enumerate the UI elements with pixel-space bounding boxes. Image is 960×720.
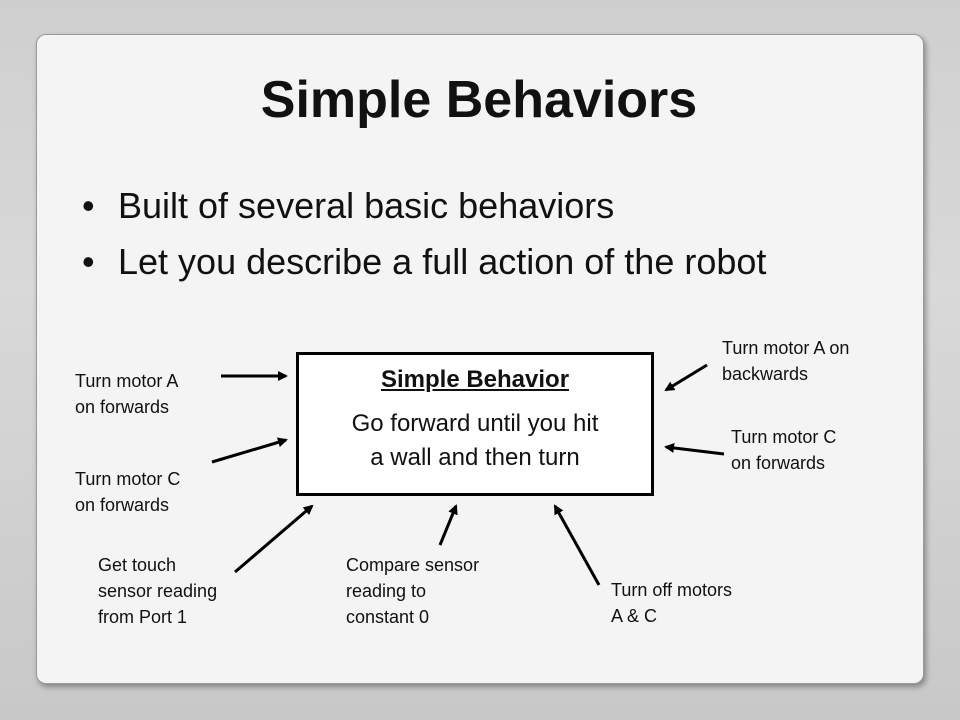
arrow-compare-sensor [438, 504, 458, 546]
label-line: Turn motor C [731, 427, 837, 447]
label-line: Turn motor C [75, 469, 181, 489]
label-line: reading to [346, 581, 427, 601]
bullet-text: Let you describe a full action of the ro… [118, 241, 767, 282]
label-line: Turn off motors [611, 580, 733, 600]
label-motor-c-forward-right: Turn motor C on forwards [731, 424, 836, 476]
label-line: on forwards [75, 495, 170, 515]
arrow-motors-off [553, 504, 601, 586]
behavior-description-line: a wall and then turn [370, 444, 580, 471]
label-line: Turn motor A [75, 371, 179, 391]
label-motor-c-forward-left: Turn motor C on forwards [75, 466, 180, 518]
label-motor-a-forward: Turn motor A on forwards [75, 368, 178, 420]
arrow-motor-a-backward [664, 363, 708, 392]
behavior-box-heading: Simple Behavior [380, 366, 570, 393]
bullet-item: • Let you describe a full action of the … [82, 234, 766, 290]
bullet-marker: • [82, 185, 95, 226]
behavior-description-line: Go forward until you hit [351, 410, 599, 437]
label-line: Compare sensor [346, 555, 480, 575]
label-line: Get touch [98, 555, 177, 575]
label-line: Turn motor A on [722, 338, 850, 358]
label-line: constant 0 [346, 607, 430, 627]
label-line: from Port 1 [98, 607, 188, 627]
arrow-motor-c-forward-right [664, 442, 725, 456]
slide-title: Simple Behaviors [260, 71, 698, 129]
arrow-touch-sensor [234, 504, 314, 574]
label-motors-off: Turn off motors A & C [611, 577, 732, 629]
bullet-marker: • [82, 241, 95, 282]
label-line: on forwards [75, 397, 170, 417]
label-motor-a-backward: Turn motor A on backwards [722, 335, 849, 387]
label-line: backwards [722, 364, 809, 384]
label-compare-sensor: Compare sensor reading to constant 0 [346, 552, 479, 630]
bullet-text: Built of several basic behaviors [118, 185, 615, 226]
bullet-list: • Built of several basic behaviors • Let… [82, 178, 766, 290]
label-line: A & C [611, 606, 658, 626]
behavior-box-description: Go forward until you hit a wall and then… [299, 407, 651, 475]
label-line: on forwards [731, 453, 826, 473]
label-line: sensor reading [98, 581, 218, 601]
label-touch-sensor: Get touch sensor reading from Port 1 [98, 552, 217, 630]
arrow-motor-c-forward-left [211, 437, 288, 464]
bullet-item: • Built of several basic behaviors [82, 178, 766, 234]
simple-behavior-box: Simple Behavior Go forward until you hit… [296, 352, 654, 496]
